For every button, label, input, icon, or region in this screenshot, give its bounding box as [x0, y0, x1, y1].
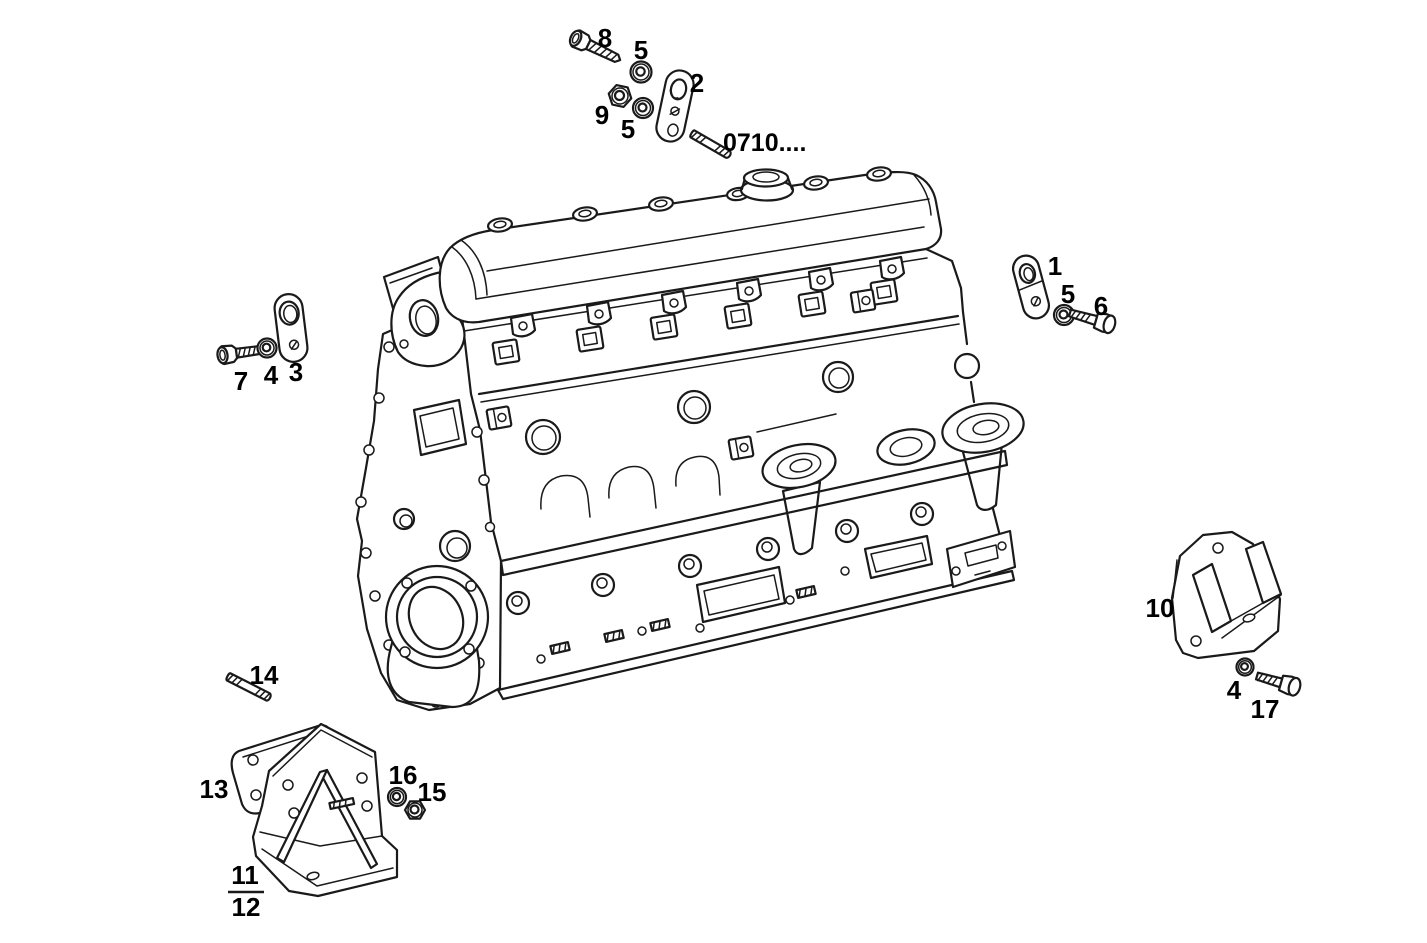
callout-nut9-label: 9 [595, 100, 609, 130]
callout-bolt8-label: 8 [598, 23, 612, 53]
callout-labels: 8 5 2 9 5 0710.... 7 4 3 1 5 6 10 4 17 1… [200, 23, 1280, 922]
link-plate-1 [1011, 254, 1051, 320]
callout-plate13-label: 13 [200, 774, 229, 804]
callout-bracket12-label: 12 [232, 892, 261, 922]
callout-washer5b-label: 5 [621, 114, 635, 144]
oil-pan-rail [496, 449, 1017, 701]
engine-mount-pads [761, 402, 1025, 556]
callout-washer16-label: 16 [389, 760, 418, 790]
washer-5-upper [629, 60, 653, 84]
mount-bracket-10 [1170, 530, 1283, 660]
washer-4-right [1235, 657, 1255, 677]
washer-4-left [256, 337, 278, 359]
callout-washer4a-label: 4 [264, 360, 279, 390]
callout-link2-label: 2 [690, 68, 704, 98]
stud-0710 [689, 129, 732, 159]
link-plate-2 [655, 69, 695, 143]
callout-link1-label: 1 [1048, 251, 1062, 281]
valve-cover [438, 166, 943, 324]
callout-bracket10-label: 10 [1146, 593, 1175, 623]
callout-washer5a-label: 5 [634, 35, 648, 65]
washer-16 [386, 786, 408, 808]
link-plate-3 [273, 293, 309, 363]
washer-5-right [1052, 303, 1076, 327]
cylinder-head [463, 247, 965, 403]
callout-bolt6-label: 6 [1094, 291, 1108, 321]
callout-washer4b-label: 4 [1227, 675, 1242, 705]
callout-nut15-label: 15 [418, 777, 447, 807]
callout-bracket11-label: 11 [231, 860, 259, 890]
hex-nut-9 [607, 83, 633, 109]
callout-washer5c-label: 5 [1061, 279, 1075, 309]
stud-14 [225, 672, 272, 702]
mount-bracket-11-12 [251, 722, 399, 898]
callout-link3-label: 3 [289, 357, 303, 387]
hex-bolt-17 [1254, 671, 1302, 697]
hex-bolt-7 [216, 344, 263, 366]
washer-5-lower [631, 96, 655, 120]
block-side [485, 288, 1002, 538]
hex-bolt-8 [568, 29, 622, 63]
hex-bolt-6 [1067, 308, 1117, 335]
callout-stud14-label: 14 [250, 660, 279, 690]
callout-stud0710-label: 0710.... [723, 129, 806, 157]
crankshaft-flange [384, 564, 490, 709]
oil-filler-cap [739, 168, 795, 202]
head-bolt-tabs [509, 255, 906, 338]
hex-nut-15 [403, 800, 427, 820]
callout-bolt7-label: 7 [234, 366, 248, 396]
engine-block-drawing [355, 166, 1025, 712]
callout-bolt17-label: 17 [1251, 694, 1280, 724]
